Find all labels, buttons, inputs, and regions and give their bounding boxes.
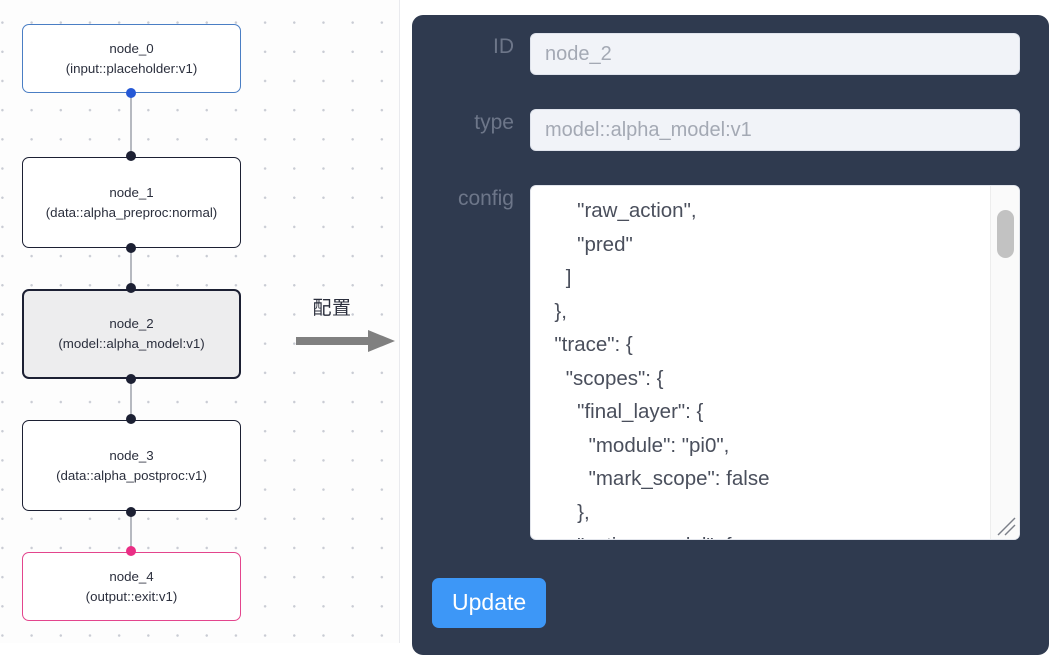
graph-node-label: node_1(data::alpha_preproc:normal) bbox=[45, 184, 218, 220]
edge-node2-node3 bbox=[130, 378, 132, 420]
edge-node0-node1 bbox=[130, 92, 132, 158]
node-handle-node_1-source[interactable] bbox=[126, 243, 136, 253]
id-field-label: ID bbox=[493, 35, 514, 58]
graph-node-label: node_0(input::placeholder:v1) bbox=[65, 40, 198, 76]
node-handle-node_1-target[interactable] bbox=[126, 151, 136, 161]
config-scrollbar-thumb[interactable] bbox=[997, 210, 1014, 258]
edge-node1-node2 bbox=[130, 247, 132, 289]
annotation-group: 配置 bbox=[296, 296, 400, 362]
node-handle-node_0-source[interactable] bbox=[126, 88, 136, 98]
graph-node-node_4[interactable]: node_4(output::exit:v1) bbox=[22, 552, 241, 621]
graph-node-node_1[interactable]: node_1(data::alpha_preproc:normal) bbox=[22, 157, 241, 248]
graph-canvas[interactable]: node_0(input::placeholder:v1) node_1(dat… bbox=[0, 0, 400, 643]
config-scrollbar[interactable] bbox=[990, 186, 1019, 539]
node-handle-node_2-source[interactable] bbox=[126, 374, 136, 384]
graph-node-label: node_2(model::alpha_model:v1) bbox=[58, 316, 205, 351]
node-handle-node_3-target[interactable] bbox=[126, 414, 136, 424]
type-input[interactable] bbox=[530, 109, 1020, 151]
config-textarea[interactable]: "raw_action", "pred" ] }, "trace": { "sc… bbox=[530, 185, 1020, 540]
graph-node-node_0[interactable]: node_0(input::placeholder:v1) bbox=[22, 24, 241, 93]
graph-node-node_2[interactable]: node_2(model::alpha_model:v1) bbox=[22, 289, 241, 379]
id-input[interactable] bbox=[530, 33, 1020, 75]
node-handle-node_3-source[interactable] bbox=[126, 507, 136, 517]
config-field-label: config bbox=[457, 187, 514, 210]
canvas-divider bbox=[399, 0, 400, 643]
edge-node3-node4 bbox=[130, 511, 132, 551]
config-textarea-wrapper: "raw_action", "pred" ] }, "trace": { "sc… bbox=[530, 185, 1020, 540]
form-row-type: type bbox=[412, 109, 1049, 151]
form-row-id: ID bbox=[412, 33, 1049, 75]
graph-node-node_3[interactable]: node_3(data::alpha_postproc:v1) bbox=[22, 420, 241, 511]
node-config-panel: ID type config "raw_action", "pred" ] },… bbox=[412, 15, 1049, 655]
annotation-label: 配置 bbox=[312, 297, 352, 319]
graph-node-label: node_3(data::alpha_postproc:v1) bbox=[56, 447, 207, 483]
node-handle-node_2-target[interactable] bbox=[126, 283, 136, 293]
resize-handle-icon[interactable] bbox=[994, 514, 1018, 538]
type-field-label: type bbox=[474, 111, 514, 134]
right-arrow-icon bbox=[296, 328, 396, 359]
update-button[interactable]: Update bbox=[432, 578, 547, 628]
node-handle-node_4-target[interactable] bbox=[126, 546, 136, 556]
graph-node-label: node_4(output::exit:v1) bbox=[85, 568, 178, 604]
form-row-config: config "raw_action", "pred" ] }, "trace"… bbox=[412, 185, 1049, 540]
